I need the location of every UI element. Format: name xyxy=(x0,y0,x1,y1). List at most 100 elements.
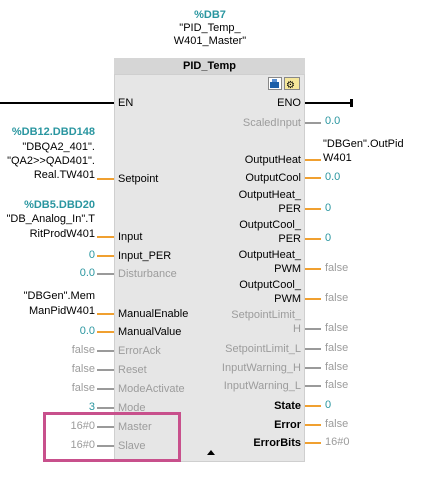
pin-erroracck[interactable]: ErrorAck xyxy=(118,345,161,357)
pin-errorbits[interactable]: ErrorBits xyxy=(253,437,301,449)
pin-inputwarning-l[interactable]: InputWarning_L xyxy=(223,380,301,392)
master-wire xyxy=(97,426,114,428)
pin-outputcool[interactable]: OutputCool xyxy=(245,172,301,184)
pin-outputheat-pwm-line2[interactable]: PWM xyxy=(274,263,301,275)
eno-wire xyxy=(305,102,352,104)
input-address: %DB5.DBD20 xyxy=(24,199,95,211)
outputheat-per-wire xyxy=(305,208,321,210)
pin-outputheat[interactable]: OutputHeat xyxy=(244,154,301,166)
highlight-box xyxy=(43,412,181,462)
disturbance-wire xyxy=(97,273,114,275)
pin-error[interactable]: Error xyxy=(274,419,301,431)
commissioning-icon[interactable]: ⚙ xyxy=(284,77,300,90)
input-tag-line2[interactable]: RitProdW401 xyxy=(29,228,95,240)
pin-master[interactable]: Master xyxy=(118,421,152,433)
reset-value[interactable]: false xyxy=(71,363,95,375)
state-value[interactable]: 0 xyxy=(325,399,332,411)
inputwarning-h-value[interactable]: false xyxy=(325,361,349,373)
pin-mode[interactable]: Mode xyxy=(118,402,146,414)
setpointlimit-l-value[interactable]: false xyxy=(325,342,349,354)
pin-en[interactable]: EN xyxy=(118,97,134,109)
outputheat-tag-line2[interactable]: W401 xyxy=(323,152,352,164)
setpoint-wire xyxy=(97,178,114,180)
manualenable-wire xyxy=(97,313,114,315)
pin-disturbance[interactable]: Disturbance xyxy=(118,268,177,280)
outputheat-wire xyxy=(305,159,321,161)
scaledinput-value[interactable]: 0.0 xyxy=(325,115,341,127)
inputwarning-h-wire xyxy=(305,367,321,369)
pin-setpoint[interactable]: Setpoint xyxy=(118,173,159,185)
pid-temp-block[interactable] xyxy=(114,58,305,462)
outputcool-pwm-value[interactable]: false xyxy=(325,292,349,304)
slave-value[interactable]: 16#0 xyxy=(70,439,95,451)
input-per-value[interactable]: 0 xyxy=(88,249,95,261)
pin-state[interactable]: State xyxy=(274,400,301,412)
pin-input[interactable]: Input xyxy=(118,231,143,243)
manualvalue-value[interactable]: 0.0 xyxy=(79,325,95,337)
setpoint-tag-line2[interactable]: "QA2>>QAD401". xyxy=(7,155,95,167)
pin-outputheat-pwm-line1[interactable]: OutputHeat_ xyxy=(238,249,301,261)
setpoint-tag-line1[interactable]: "DBQA2_401". xyxy=(22,141,95,153)
pin-outputcool-pwm-line1[interactable]: OutputCool_ xyxy=(239,279,301,291)
block-title-bar xyxy=(114,58,305,75)
outputcool-per-wire xyxy=(305,238,321,240)
state-wire xyxy=(305,405,321,407)
mode-wire xyxy=(97,407,114,409)
pin-outputheat-per-line1[interactable]: OutputHeat_ xyxy=(238,189,301,201)
master-value[interactable]: 16#0 xyxy=(70,420,95,432)
manualenable-tag-line1[interactable]: "DBGen".Mem xyxy=(23,290,95,302)
inputwarning-l-wire xyxy=(305,385,321,387)
setpointlimit-h-value[interactable]: false xyxy=(325,322,349,334)
manualenable-tag-line2[interactable]: ManPidW401 xyxy=(28,305,95,317)
pin-scaledinput[interactable]: ScaledInput xyxy=(242,117,301,129)
pin-eno[interactable]: ENO xyxy=(277,97,301,109)
modeactivate-wire xyxy=(97,388,114,390)
pin-outputcool-per-line1[interactable]: OutputCool_ xyxy=(239,219,301,231)
slave-wire xyxy=(97,445,114,447)
errorbits-value[interactable]: 16#0 xyxy=(325,436,350,448)
outputheat-per-value[interactable]: 0 xyxy=(325,202,332,214)
pin-manualvalue[interactable]: ManualValue xyxy=(118,326,182,338)
manualvalue-wire xyxy=(97,331,114,333)
scaledinput-wire xyxy=(305,122,321,124)
modeactivate-value[interactable]: false xyxy=(71,382,95,394)
pin-manualenable[interactable]: ManualEnable xyxy=(118,308,189,320)
pin-reset[interactable]: Reset xyxy=(118,364,147,376)
pin-setpointlimit-l[interactable]: SetpointLimit_L xyxy=(225,343,301,355)
chevron-up-icon[interactable] xyxy=(205,447,217,455)
outputcool-pwm-wire xyxy=(305,298,321,300)
input-tag-line1[interactable]: "DB_Analog_In".T xyxy=(6,213,95,225)
pin-modeactivate[interactable]: ModeActivate xyxy=(118,383,185,395)
tuning-icon[interactable] xyxy=(268,77,282,90)
setpoint-tag-line3[interactable]: Real.TW401 xyxy=(33,169,95,181)
setpointlimit-h-wire xyxy=(305,328,321,330)
erroracck-value[interactable]: false xyxy=(71,344,95,356)
outputheat-pwm-value[interactable]: false xyxy=(325,262,349,274)
outputcool-wire xyxy=(305,177,321,179)
outputcool-value[interactable]: 0.0 xyxy=(325,171,341,183)
en-wire xyxy=(0,102,114,104)
pin-input-per[interactable]: Input_PER xyxy=(118,250,172,262)
inputwarning-l-value[interactable]: false xyxy=(325,379,349,391)
setpointlimit-l-wire xyxy=(305,348,321,350)
pin-outputcool-pwm-line2[interactable]: PWM xyxy=(274,293,301,305)
pin-inputwarning-h[interactable]: InputWarning_H xyxy=(221,362,301,374)
setpoint-address: %DB12.DBD148 xyxy=(11,126,95,138)
block-title: PID_Temp xyxy=(183,60,236,72)
pin-slave[interactable]: Slave xyxy=(118,440,146,452)
eno-wire-end xyxy=(350,99,353,107)
mode-value[interactable]: 3 xyxy=(88,401,95,413)
disturbance-value[interactable]: 0.0 xyxy=(79,267,95,279)
pin-setpointlimit-h-line2[interactable]: H xyxy=(293,323,301,335)
outputcool-per-value[interactable]: 0 xyxy=(325,232,332,244)
outputheat-tag-line1[interactable]: "DBGen".OutPid xyxy=(323,138,404,150)
pin-outputcool-per-line2[interactable]: PER xyxy=(278,233,301,245)
svg-text:⚙: ⚙ xyxy=(286,80,295,89)
instance-db-name-line2: W401_Master" xyxy=(173,35,247,47)
pin-outputheat-per-line2[interactable]: PER xyxy=(278,203,301,215)
error-value[interactable]: false xyxy=(325,418,349,430)
outputheat-pwm-wire xyxy=(305,268,321,270)
input-wire xyxy=(97,236,114,238)
pin-setpointlimit-h-line1[interactable]: SetpointLimit_ xyxy=(231,309,301,321)
error-wire xyxy=(305,424,321,426)
